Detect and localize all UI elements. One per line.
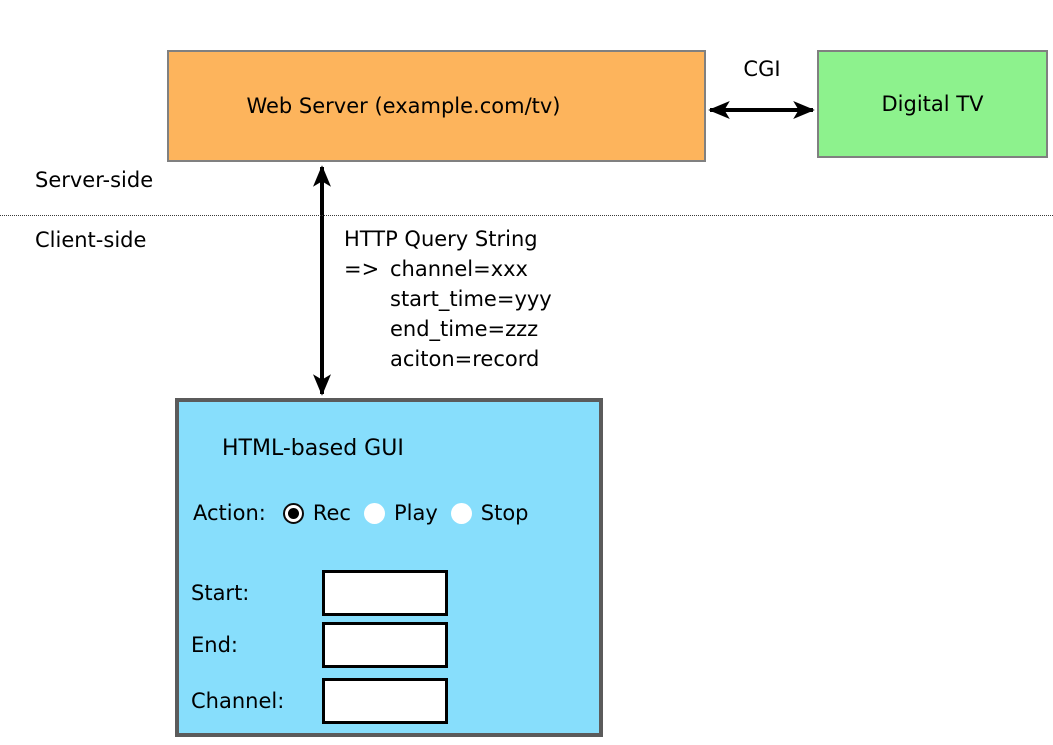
http-query-title: HTTP Query String [344,227,538,251]
digital-tv-box: Digital TV [817,50,1048,158]
html-gui-panel: HTML-based GUI Action: Rec Play Stop Sta… [175,398,603,737]
play-radio-label: Play [393,501,438,525]
channel-input[interactable] [322,678,448,724]
stop-radio-label: Stop [480,501,529,525]
rec-radio-label: Rec [312,501,351,525]
radio-item-stop: Stop [450,501,529,525]
radio-item-play: Play [363,501,438,525]
http-query-param: aciton=record [390,347,540,371]
http-query-param: end_time=zzz [390,317,539,341]
cgi-label: CGI [743,57,781,81]
web-server-label: Web Server (example.com/tv) [246,94,561,118]
http-query-annotation: HTTP Query String => channel=xxx start_t… [344,224,552,374]
gui-title: HTML-based GUI [222,436,404,461]
client-server-divider [0,215,1053,216]
start-input[interactable] [322,570,448,616]
rec-radio-button[interactable] [282,502,304,524]
action-label: Action: [193,501,266,525]
end-field-label: End: [191,633,238,657]
channel-field-row: Channel: [191,678,448,724]
server-side-label: Server-side [35,168,154,192]
channel-field-label: Channel: [191,689,285,713]
radio-item-rec: Rec [282,501,351,525]
action-row: Action: Rec Play Stop [193,501,542,525]
digital-tv-label: Digital TV [881,92,984,116]
http-query-param: channel=xxx [390,257,528,281]
start-field-row: Start: [191,570,448,616]
client-side-label: Client-side [35,228,147,252]
web-server-box: Web Server (example.com/tv) [167,50,706,162]
stop-radio-button[interactable] [450,502,472,524]
play-radio-button[interactable] [363,502,385,524]
http-query-param: start_time=yyy [390,287,552,311]
start-field-label: Start: [191,581,250,605]
http-query-prefix: => [344,257,380,281]
end-field-row: End: [191,622,448,668]
end-input[interactable] [322,622,448,668]
